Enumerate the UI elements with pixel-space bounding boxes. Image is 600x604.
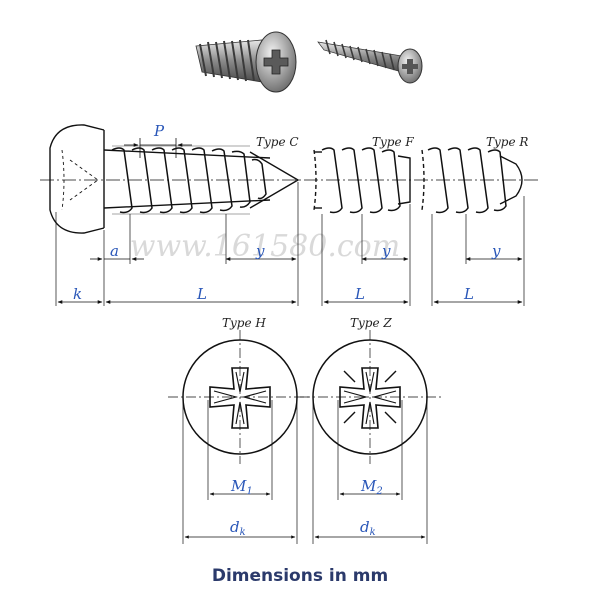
m2-dimension: [337, 400, 403, 500]
y-label-f: y: [381, 242, 391, 260]
dk-dimension-h: [182, 400, 298, 544]
l-label-r: L: [463, 285, 474, 303]
y-label-r: y: [491, 242, 501, 260]
k-label: k: [73, 285, 82, 303]
dimensions-caption: Dimensions in mm: [211, 566, 389, 586]
phillips-recess: [209, 367, 271, 429]
type-f-label: Type F: [372, 135, 414, 149]
dk-label-z: dk: [360, 518, 376, 538]
pozidriv-tick-marks: [343, 370, 397, 424]
m2-label: M2: [360, 477, 383, 497]
type-z-label: Type Z: [350, 316, 392, 330]
y-label-c: y: [255, 242, 265, 260]
pozidriv-recess: [339, 367, 401, 429]
m1-label: M1: [230, 477, 253, 497]
pitch-label: P: [153, 122, 165, 140]
dk-dimension-z: [312, 400, 428, 544]
type-c-label: Type C: [256, 135, 299, 149]
dk-label-h: dk: [230, 518, 246, 538]
extension-lines: [55, 182, 525, 306]
l-label-c: L: [196, 285, 207, 303]
type-h-label: Type H: [222, 316, 266, 330]
screw-photo-small: [317, 39, 423, 84]
pan-head-outline: [49, 124, 105, 234]
l-label-f: L: [354, 285, 365, 303]
screw-photo-large: [195, 31, 297, 93]
m1-dimension: [207, 400, 273, 500]
head-view-type-z: [300, 330, 442, 464]
type-r-label: Type R: [486, 135, 528, 149]
head-view-type-h: [168, 330, 312, 464]
a-label: a: [110, 242, 119, 260]
pitch-dimension: [124, 138, 192, 158]
